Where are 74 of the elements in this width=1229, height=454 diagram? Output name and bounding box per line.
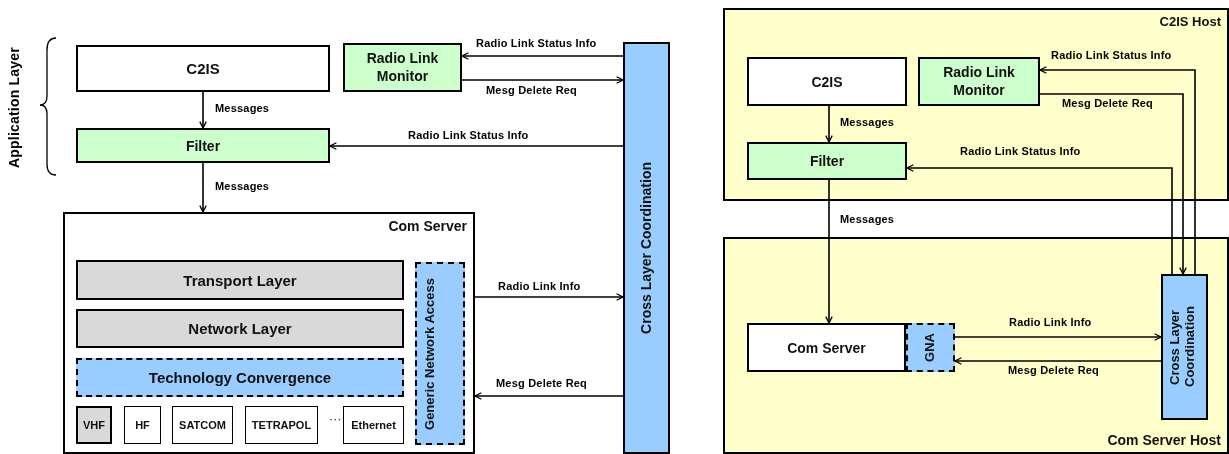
edge-label: Mesg Delete Req: [485, 84, 579, 96]
process-box: [172, 406, 233, 444]
arrow: [461, 52, 624, 60]
node-label: Filter: [185, 137, 221, 154]
node-label: Filter: [809, 153, 845, 169]
container-box: [723, 237, 1229, 454]
edge-label: Radio Link Status Info: [407, 129, 530, 141]
node-label: Com Server: [787, 339, 866, 356]
edge-label: Radio Link Status Info: [959, 145, 1082, 157]
edge-label: Radio Link Info: [497, 280, 582, 292]
process-box: [245, 406, 318, 444]
edge-label: Radio Link Status Info: [1050, 49, 1173, 61]
process-box: [76, 128, 330, 163]
edge-label: Mesg Delete Req: [1061, 97, 1155, 109]
node-label: C2IS: [186, 60, 220, 77]
container-box: [63, 212, 475, 454]
process-box: [343, 406, 404, 444]
arrow: [954, 333, 1162, 341]
node-label: VHF: [83, 419, 105, 431]
arrow: [199, 91, 207, 129]
container-box: [723, 8, 1229, 201]
process-box: [918, 57, 1040, 106]
node-label: Network Layer: [188, 320, 292, 337]
arrow: [906, 164, 1173, 275]
process-box: [343, 43, 462, 92]
vertical-box: [906, 323, 955, 372]
arrow: [825, 105, 833, 143]
edge-label: Mesg Delete Req: [1007, 364, 1101, 376]
arrow: [199, 162, 207, 213]
arrow: [329, 142, 624, 150]
node-label: C2IS: [811, 73, 843, 90]
node-label: Transport Layer: [183, 271, 297, 289]
node-label: Ethernet: [351, 419, 396, 431]
vertical-box: [1161, 274, 1208, 420]
arrow: [825, 179, 833, 324]
edge-label: Messages: [839, 213, 896, 225]
process-box: [76, 260, 404, 300]
vertical-box: [415, 262, 465, 445]
node-label: SATCOM: [179, 419, 226, 431]
arrow: [954, 357, 1162, 365]
ellipsis-label: ···: [328, 412, 343, 426]
node-label: Cross Layer Coordination: [638, 162, 655, 334]
container-title: C2IS Host: [1159, 14, 1221, 29]
node-label: Cross Layer Coordination: [1167, 305, 1198, 390]
process-box: [747, 323, 906, 372]
process-box: [124, 406, 161, 444]
edge-label: Messages: [214, 180, 271, 192]
edge-label: Mesg Delete Req: [495, 377, 589, 389]
node-label: Radio Link Monitor: [942, 64, 1016, 99]
process-box: [76, 45, 330, 92]
arrow: [1039, 93, 1187, 275]
arrow: [1039, 66, 1196, 275]
node-label: HF: [135, 419, 150, 431]
edge-label: Radio Link Info: [1008, 316, 1093, 328]
node-label: Technology Convergence: [148, 369, 332, 386]
node-label: Generic Network Access: [423, 277, 438, 430]
edge-label: Messages: [214, 102, 271, 114]
node-label: GNA: [923, 333, 938, 362]
process-box: [76, 406, 112, 444]
edge-label: Radio Link Status Info: [475, 37, 598, 49]
arrow: [474, 392, 624, 400]
process-box: [747, 142, 907, 180]
layer-label: Application Layer: [6, 46, 23, 170]
container-title: Com Server: [388, 218, 467, 234]
arrow: [474, 293, 624, 301]
vertical-box: [623, 42, 670, 454]
process-box: [76, 358, 404, 397]
edge-label: Messages: [839, 116, 896, 128]
arrow: [461, 76, 624, 84]
node-label: TETRAPOL: [251, 419, 312, 431]
process-box: [76, 309, 404, 348]
container-title: Com Server Host: [1107, 432, 1221, 448]
node-label: Radio Link Monitor: [365, 50, 440, 85]
process-box: [747, 57, 907, 106]
